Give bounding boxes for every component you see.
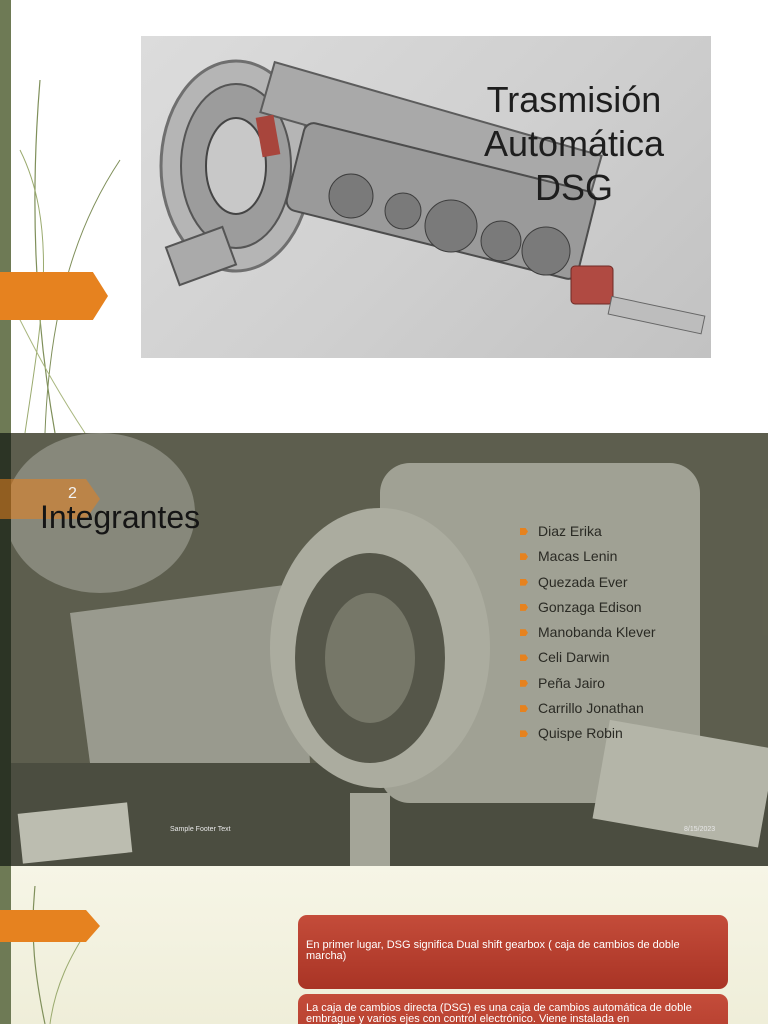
transmission-cutaway-image: [141, 36, 711, 358]
bullet-arrow-icon: [520, 654, 528, 662]
list-item: Gonzaga Edison: [518, 595, 656, 620]
bullet-arrow-icon: [520, 679, 528, 687]
list-item: Peña Jairo: [518, 671, 656, 696]
left-accent-bar: [0, 866, 11, 1024]
title-line-1: Trasmisión: [486, 79, 662, 120]
orange-arrow-tab: [0, 272, 108, 320]
list-item: Manobanda Klever: [518, 620, 656, 645]
decorative-leaf-lines: [32, 885, 91, 1024]
bullet-arrow-icon: [520, 578, 528, 586]
decorative-leaf-lines: [9, 79, 121, 433]
left-accent-bar: [0, 0, 11, 433]
slide-2[interactable]: 2 Integrantes Diaz Erika Macas Lenin Que…: [0, 433, 768, 866]
gearbox-photo: [0, 433, 768, 866]
members-list: Diaz Erika Macas Lenin Quezada Ever Gonz…: [518, 519, 656, 747]
list-item: Celi Darwin: [518, 645, 656, 670]
list-item: Macas Lenin: [518, 544, 656, 569]
bullet-arrow-icon: [520, 730, 528, 738]
slide-title: Trasmisión Automática DSG: [449, 78, 699, 210]
bullet-arrow-icon: [520, 528, 528, 535]
slide-overlay: [0, 433, 768, 866]
text-box-2: La caja de cambios directa (DSG) es una …: [298, 994, 728, 1024]
title-line-3: DSG: [534, 167, 613, 208]
orange-arrow-tab: [0, 479, 100, 519]
bullet-arrow-icon: [520, 603, 528, 611]
list-item: Quezada Ever: [518, 570, 656, 595]
footer-date: 8/15/2023: [684, 826, 716, 833]
bullet-arrow-icon: [520, 553, 528, 561]
left-accent-bar: [0, 433, 11, 866]
slide-3[interactable]: En primer lugar, DSG significa Dual shif…: [0, 866, 768, 1024]
list-item: Carrillo Jonathan: [518, 696, 656, 721]
list-item: Quispe Robin: [518, 721, 656, 746]
footer-text: Sample Footer Text: [170, 826, 231, 833]
slide-number: 2: [68, 485, 77, 502]
text-box-1: En primer lugar, DSG significa Dual shif…: [298, 915, 728, 989]
slide-title: Integrantes: [40, 499, 201, 535]
title-line-2: Automática: [483, 123, 665, 164]
bullet-arrow-icon: [520, 705, 528, 713]
bullet-arrow-icon: [520, 629, 528, 637]
slide-1[interactable]: Trasmisión Automática DSG: [0, 0, 768, 433]
orange-arrow-tab: [0, 910, 100, 942]
list-item: Diaz Erika: [518, 519, 656, 544]
